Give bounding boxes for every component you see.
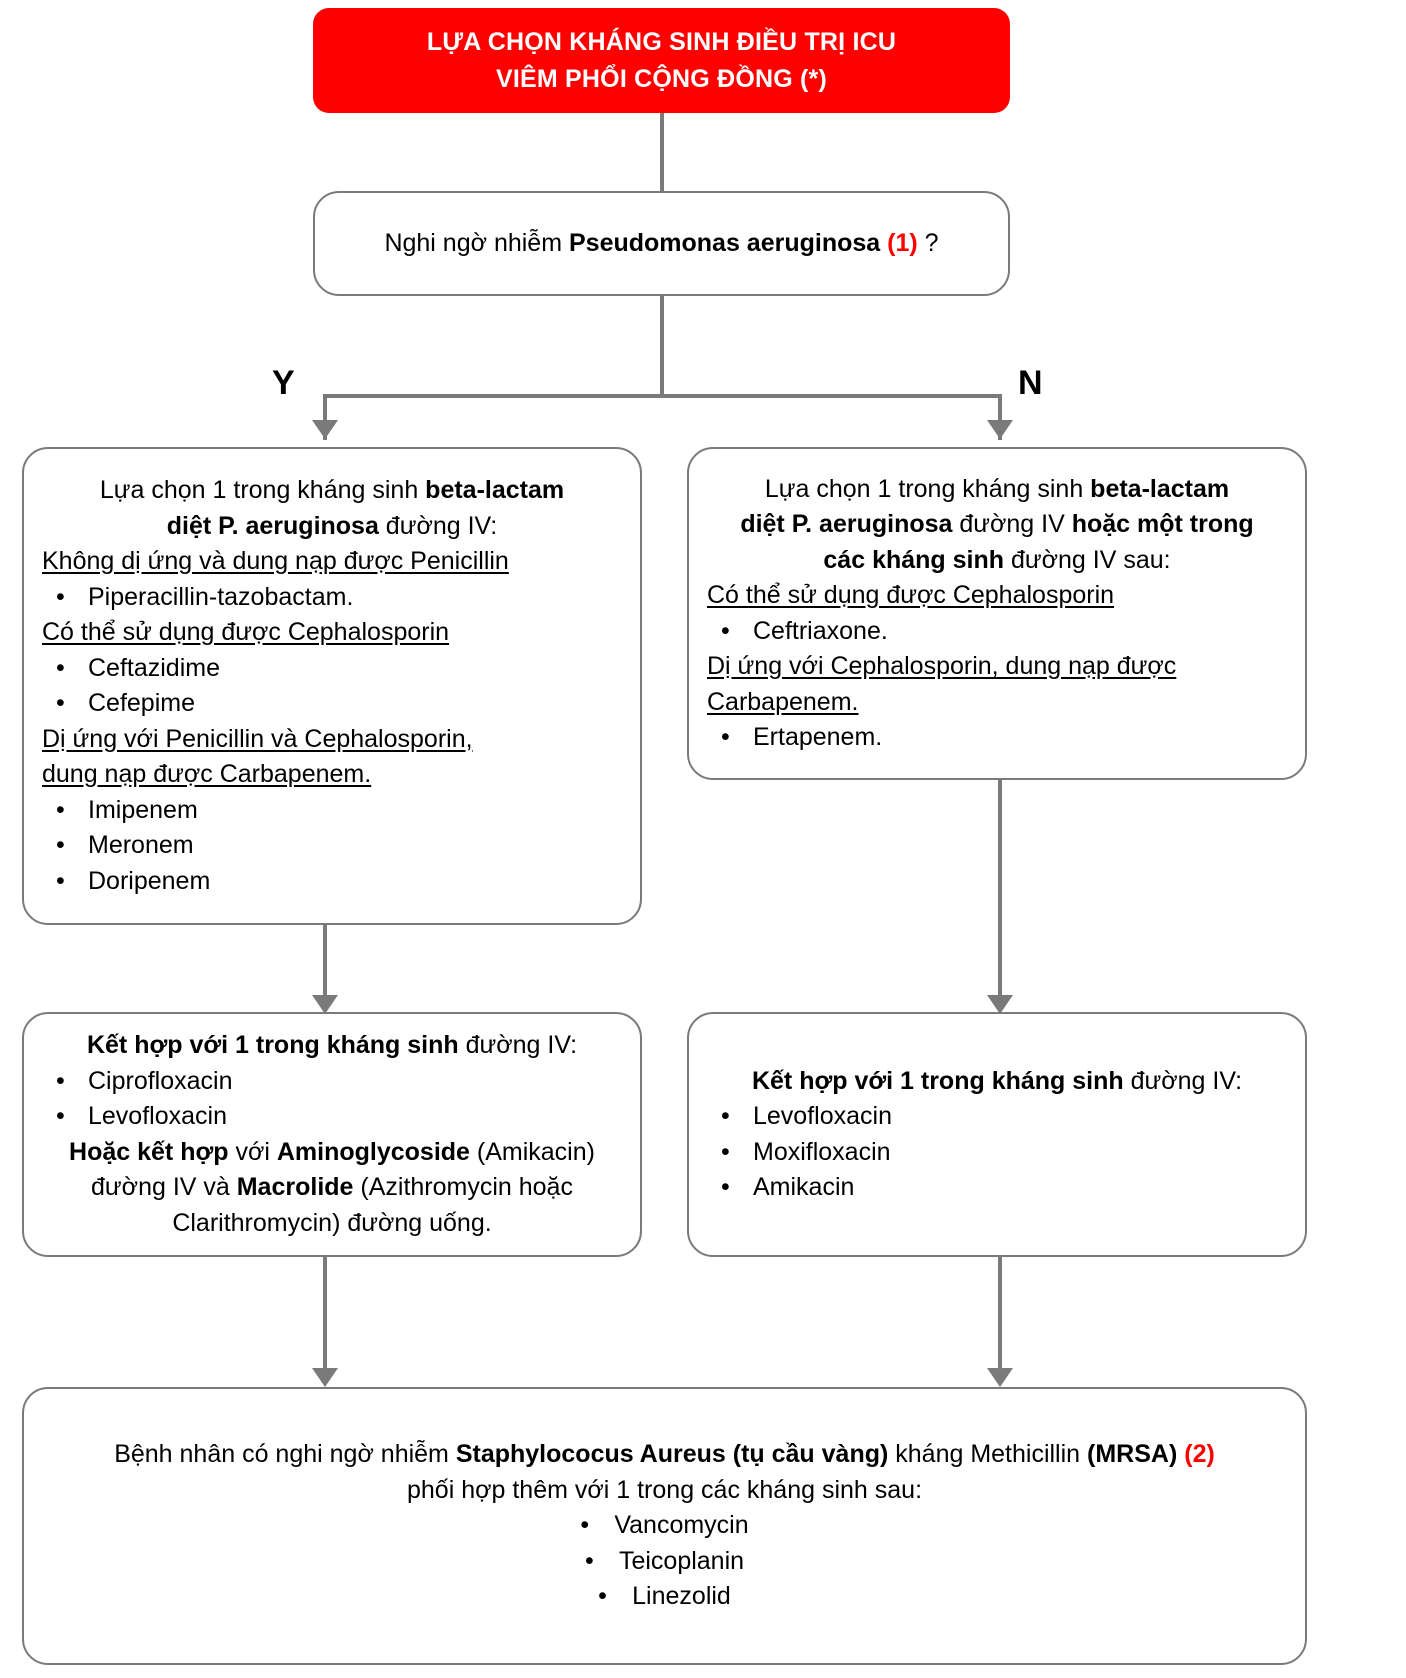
left-head-line-2: diệt P. aeruginosa đường IV: — [166, 511, 498, 540]
list-item: Levofloxacin — [42, 1099, 622, 1135]
decision-suffix: ? — [917, 229, 939, 258]
list-item: Doripenem — [42, 864, 622, 900]
mrsa-box: Bệnh nhân có nghi ngờ nhiễm Staphylococu… — [22, 1387, 1307, 1665]
connector-left-combo-to-mrsa — [323, 1257, 327, 1381]
arrow-left-to-combo — [312, 995, 338, 1014]
arrow-left-combo-to-mrsa — [312, 1368, 338, 1387]
title-line-1: LỰA CHỌN KHÁNG SINH ĐIỀU TRỊ ICU — [426, 28, 897, 57]
mrsa-line-1: Bệnh nhân có nghi ngờ nhiễm Staphylococu… — [114, 1440, 1215, 1469]
list-item: Moxifloxacin — [707, 1135, 1287, 1171]
connector-left-to-combo — [323, 925, 327, 1009]
right-head-line-3: các kháng sinh đường IV sau: — [823, 545, 1171, 574]
connector-right-combo-to-mrsa — [998, 1257, 1002, 1381]
right-head-line-1: Lựa chọn 1 trong kháng sinh beta-lactam — [764, 474, 1230, 503]
decision-prefix: Nghi ngờ nhiễm — [384, 229, 569, 258]
right-head-line-2: diệt P. aeruginosa đường IV hoặc một tro… — [740, 510, 1254, 538]
arrow-yes-branch — [312, 420, 338, 439]
connector-right-to-combo — [998, 780, 1002, 1009]
right-group2-header-line-2: Carbapenem. — [707, 687, 859, 716]
left-combo-alt-line-2: đường IV và Macrolide (Azithromycin hoặc — [91, 1173, 573, 1201]
list-item: Levofloxacin — [707, 1099, 1287, 1135]
arrow-no-branch — [987, 420, 1013, 439]
left-group3-header-line-1: Dị ứng với Penicillin và Cephalosporin, — [42, 724, 473, 753]
right-group2-header-line-1: Dị ứng với Cephalosporin, dung nạp được — [707, 652, 1177, 680]
connector-decision-stem — [660, 296, 664, 397]
connector-yes-branch — [323, 394, 327, 440]
list-item: Ceftriaxone. — [707, 614, 1287, 650]
branch-label-no: N — [1018, 364, 1043, 402]
list-item: Cefepime — [42, 686, 622, 722]
connector-title-to-decision — [660, 113, 664, 191]
list-item: Ciprofloxacin — [42, 1064, 622, 1100]
left-combo-alt-line-3: Clarithromycin) đường uống. — [172, 1208, 492, 1237]
list-item: Imipenem — [42, 793, 622, 829]
right-beta-lactam-box: Lựa chọn 1 trong kháng sinh beta-lactam … — [687, 447, 1307, 780]
right-group1-header: Có thể sử dụng được Cephalosporin — [707, 581, 1115, 609]
connector-split-horizontal — [323, 394, 1002, 398]
left-beta-lactam-box: Lựa chọn 1 trong kháng sinh beta-lactam … — [22, 447, 642, 925]
list-item: Ertapenem. — [707, 720, 1287, 756]
left-combo-header: Kết hợp với 1 trong kháng sinh đường IV: — [86, 1031, 578, 1059]
list-item: Meronem — [42, 828, 622, 864]
arrow-right-combo-to-mrsa — [987, 1368, 1013, 1387]
decision-ref: (1) — [887, 229, 918, 258]
left-combination-box: Kết hợp với 1 trong kháng sinh đường IV:… — [22, 1012, 642, 1257]
title-box: LỰA CHỌN KHÁNG SINH ĐIỀU TRỊ ICU VIÊM PH… — [313, 8, 1010, 113]
left-group2-header: Có thể sử dụng được Cephalosporin — [42, 618, 450, 646]
list-item: •Teicoplanin — [584, 1546, 745, 1575]
decision-text: Nghi ngờ nhiễm Pseudomonas aeruginosa (1… — [315, 227, 1008, 260]
right-combination-box: Kết hợp với 1 trong kháng sinh đường IV:… — [687, 1012, 1307, 1257]
list-item: Ceftazidime — [42, 651, 622, 687]
right-combo-header: Kết hợp với 1 trong kháng sinh đường IV: — [751, 1066, 1243, 1095]
list-item: •Linezolid — [598, 1582, 731, 1611]
left-group1-header: Không dị ứng và dung nạp được Penicillin — [42, 547, 509, 575]
connector-no-branch — [998, 394, 1002, 440]
left-group3-header-line-2: dung nạp được Carbapenem. — [42, 760, 372, 788]
left-head-line-1: Lựa chọn 1 trong kháng sinh beta-lactam — [99, 476, 565, 504]
list-item: •Vancomycin — [580, 1511, 749, 1540]
arrow-right-to-combo — [987, 995, 1013, 1014]
title-line-2: VIÊM PHỔI CỘNG ĐỒNG (*) — [495, 64, 827, 93]
list-item: Piperacillin-tazobactam. — [42, 580, 622, 616]
decision-box-pseudomonas: Nghi ngờ nhiễm Pseudomonas aeruginosa (1… — [313, 191, 1010, 296]
mrsa-line-2: phối hợp thêm với 1 trong các kháng sinh… — [406, 1475, 923, 1504]
list-item: Amikacin — [707, 1170, 1287, 1206]
left-combo-alt-line-1: Hoặc kết hợp với Aminoglycoside (Amikaci… — [69, 1137, 595, 1166]
branch-label-yes: Y — [272, 364, 295, 402]
decision-pathogen: Pseudomonas aeruginosa — [568, 229, 881, 258]
